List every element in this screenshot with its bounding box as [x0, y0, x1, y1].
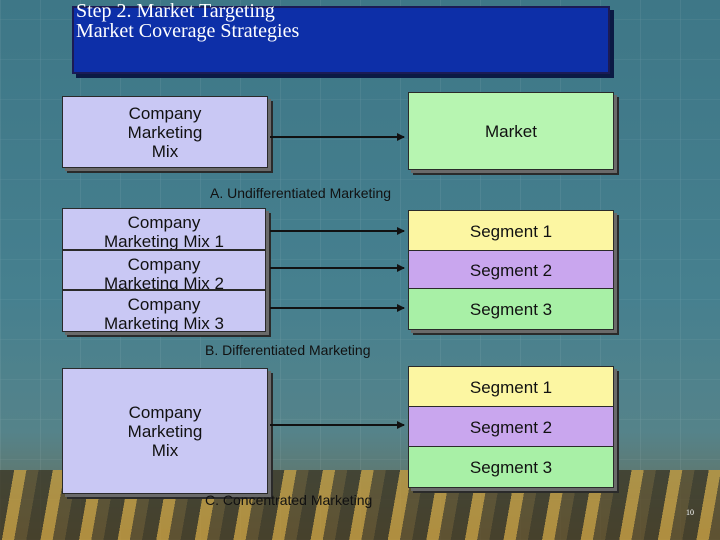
page-number: 10	[686, 508, 694, 517]
